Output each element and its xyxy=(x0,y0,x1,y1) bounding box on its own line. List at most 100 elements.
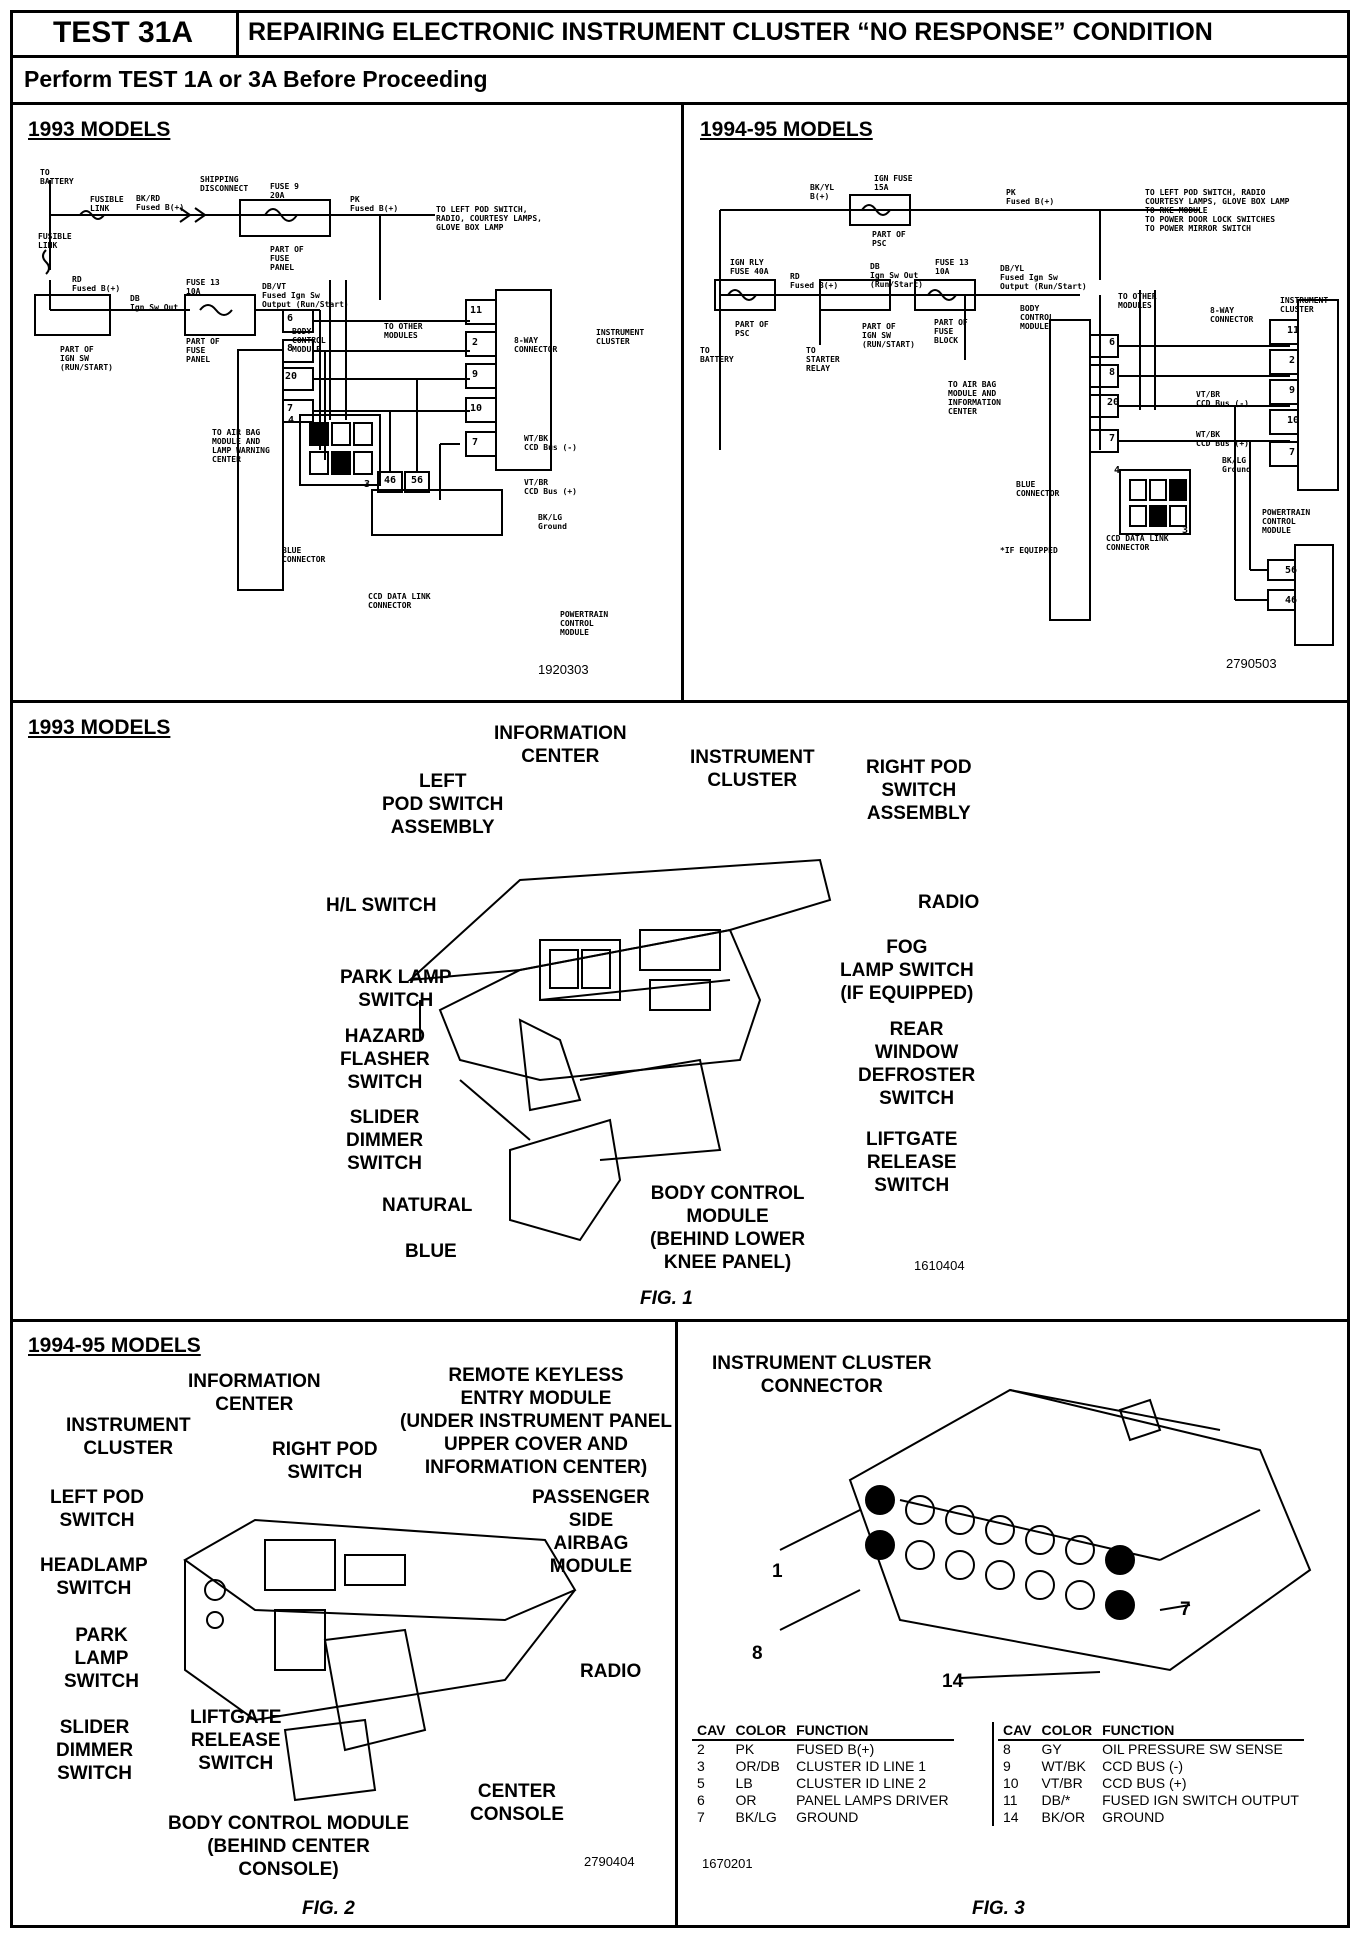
fig1-title: 1993 MODELS xyxy=(28,716,171,739)
cell: 10 xyxy=(1003,1775,1019,1791)
w95-cluster-pin: 7 xyxy=(1289,447,1296,458)
prereq-note: Perform TEST 1A or 3A Before Proceeding xyxy=(24,66,488,92)
col-color: COLOR xyxy=(1036,1722,1098,1741)
cell: PANEL LAMPS DRIVER xyxy=(796,1792,949,1808)
cell: 14 xyxy=(1003,1809,1019,1825)
w93-bcm-pin: 8 xyxy=(287,343,294,354)
w95-bcm-pin: 8 xyxy=(1109,367,1116,378)
table-row: 6 OR PANEL LAMPS DRIVER xyxy=(692,1792,954,1809)
divider-mid1 xyxy=(10,700,1350,703)
cell: GROUND xyxy=(796,1809,859,1825)
w93-ccd-pin: 3 xyxy=(364,479,371,490)
w95-ccd-pin: 3 xyxy=(1182,525,1189,536)
w93-bcm-pin: 7 xyxy=(287,403,294,414)
fig3-connector-drawing xyxy=(848,1388,1312,1672)
fig3-pin-8: 8 xyxy=(752,1643,763,1664)
w93-cluster-pin: 11 xyxy=(470,305,483,316)
col-cav: CAV xyxy=(998,1722,1037,1741)
cell: PK xyxy=(735,1741,755,1757)
cell: LB xyxy=(735,1775,753,1791)
w93-pcm-pin: 46 xyxy=(384,475,397,486)
wiring-1993-title: 1993 MODELS xyxy=(28,118,171,141)
fig1-radio: RADIO xyxy=(918,892,980,913)
cell: 6 xyxy=(697,1792,705,1808)
cell: 2 xyxy=(697,1741,705,1757)
w93-bcm-pin: 6 xyxy=(287,313,294,324)
cell: OR xyxy=(735,1792,757,1808)
fig1-code: 1610404 xyxy=(914,1258,965,1273)
cell: 11 xyxy=(1003,1792,1018,1808)
cell: OR/DB xyxy=(735,1758,780,1774)
fig2-dashboard-drawing xyxy=(183,1518,577,1802)
col-color: COLOR xyxy=(730,1722,792,1741)
w93-cluster-pin: 10 xyxy=(470,403,483,414)
header-bar: TEST 31A REPAIRING ELECTRONIC INSTRUMENT… xyxy=(10,10,1350,58)
w95-cluster-pin: 11 xyxy=(1287,325,1300,336)
fig2-radio: RADIO xyxy=(580,1661,642,1682)
w95-equipped: *IF EQUIPPED xyxy=(1000,546,1058,555)
fig1-hl-switch: H/L SWITCH xyxy=(326,895,437,916)
cell: FUSED IGN SWITCH OUTPUT xyxy=(1102,1792,1299,1808)
page-frame xyxy=(10,10,1350,1928)
w95-bcm-pin: 7 xyxy=(1109,433,1116,444)
w93-leftpod: TO LEFT POD SWITCH,RADIO, COURTESY LAMPS… xyxy=(436,205,542,232)
cell: 3 xyxy=(697,1758,705,1774)
cell: 5 xyxy=(697,1775,705,1791)
table-divider xyxy=(992,1722,994,1826)
fig3-caption: FIG. 3 xyxy=(972,1898,1025,1919)
fig2-caption: FIG. 2 xyxy=(302,1898,355,1919)
fig1-blue: BLUE xyxy=(405,1241,457,1262)
cell: CCD BUS (+) xyxy=(1102,1775,1187,1791)
